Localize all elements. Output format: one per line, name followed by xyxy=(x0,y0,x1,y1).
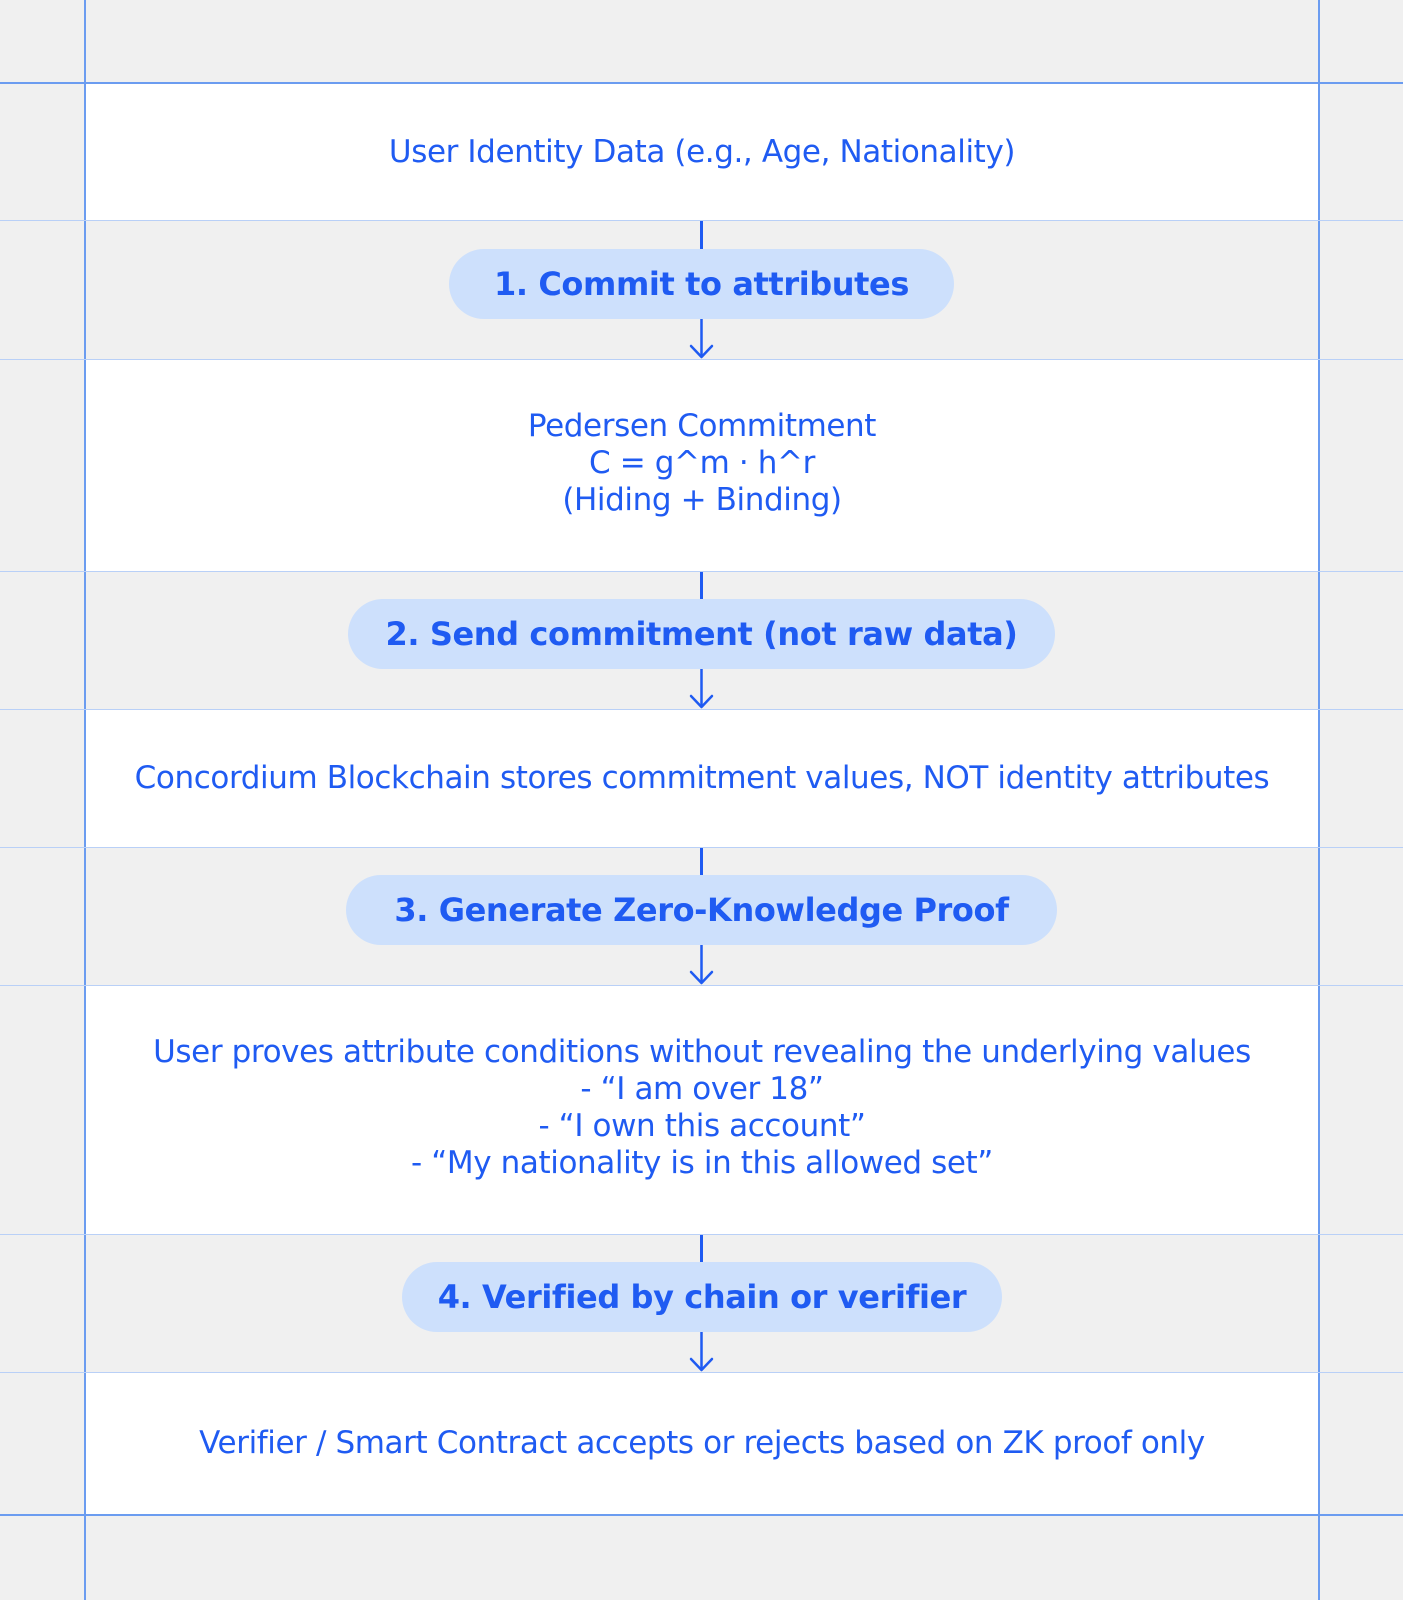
grid-horizontal xyxy=(0,985,1403,986)
step-pill-commit: 1. Commit to attributes xyxy=(449,249,954,319)
grid-horizontal xyxy=(0,709,1403,710)
grid-vertical-right xyxy=(1318,0,1320,1600)
node-text: User Identity Data (e.g., Age, Nationali… xyxy=(388,133,1016,170)
grid-horizontal xyxy=(0,1234,1403,1235)
grid-horizontal xyxy=(0,1372,1403,1373)
node-pedersen-commitment: Pedersen Commitment C = g^m · h^r (Hidin… xyxy=(86,360,1318,571)
grid-horizontal xyxy=(0,847,1403,848)
connector-line xyxy=(700,1235,703,1263)
grid-horizontal xyxy=(0,82,1403,84)
step-pill-verify: 4. Verified by chain or verifier xyxy=(402,1262,1002,1332)
connector-line xyxy=(700,572,703,600)
node-text: Concordium Blockchain stores commitment … xyxy=(134,760,1270,796)
arrow-down-icon xyxy=(689,1332,714,1372)
step-pill-generate-proof: 3. Generate Zero-Knowledge Proof xyxy=(346,875,1057,945)
step-pill-send: 2. Send commitment (not raw data) xyxy=(348,599,1055,669)
node-zk-proof-statements: User proves attribute conditions without… xyxy=(86,986,1318,1234)
node-identity-data: User Identity Data (e.g., Age, Nationali… xyxy=(86,84,1318,220)
node-verifier-result: Verifier / Smart Contract accepts or rej… xyxy=(86,1373,1318,1514)
grid-horizontal xyxy=(0,1514,1403,1516)
grid-horizontal xyxy=(0,571,1403,572)
node-text: Pedersen Commitment xyxy=(527,407,877,444)
arrow-down-icon xyxy=(689,319,714,359)
connector-line xyxy=(700,848,703,876)
node-text: - “My nationality is in this allowed set… xyxy=(410,1145,993,1181)
grid-vertical-left xyxy=(84,0,86,1600)
node-text: C = g^m · h^r xyxy=(589,444,815,481)
grid-horizontal xyxy=(0,359,1403,360)
node-blockchain-storage: Concordium Blockchain stores commitment … xyxy=(86,710,1318,847)
node-text: - “I own this account” xyxy=(538,1108,866,1144)
arrow-down-icon xyxy=(689,669,714,709)
node-text: Verifier / Smart Contract accepts or rej… xyxy=(199,1425,1205,1461)
connector-line xyxy=(700,221,703,249)
grid-horizontal xyxy=(0,220,1403,221)
node-text: (Hiding + Binding) xyxy=(562,481,842,518)
node-text: User proves attribute conditions without… xyxy=(153,1034,1251,1070)
node-text: - “I am over 18” xyxy=(580,1071,824,1107)
arrow-down-icon xyxy=(689,945,714,985)
